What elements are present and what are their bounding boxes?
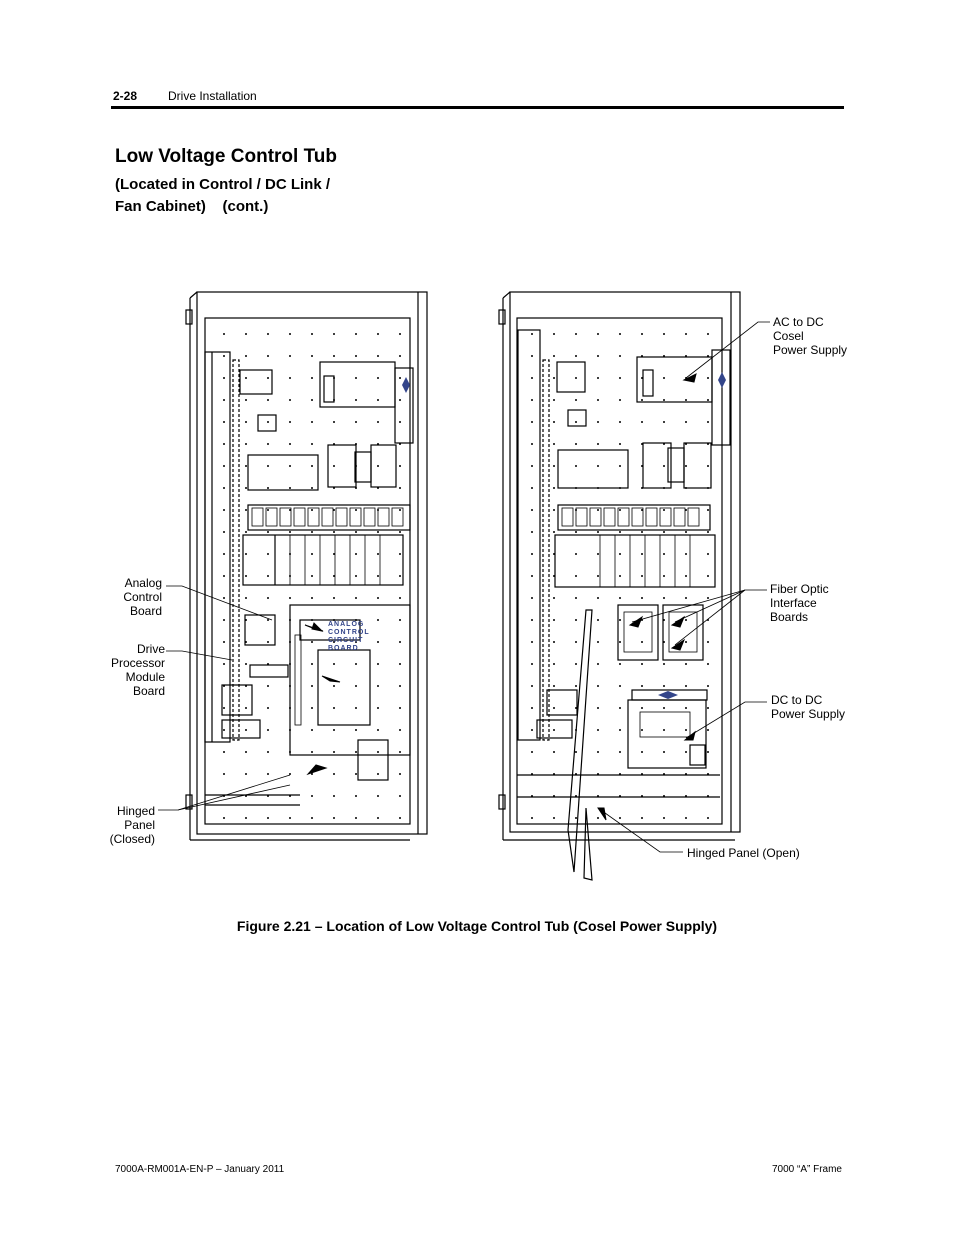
section-title: Drive Installation: [168, 89, 257, 103]
page-subtitle: (Located in Control / DC Link / Fan Cabi…: [115, 176, 330, 215]
right-cabinet: [498, 291, 741, 881]
header-rule: [111, 106, 844, 109]
label-analog-control-board: Analog Control Board: [123, 576, 162, 618]
page-title: Low Voltage Control Tub: [115, 146, 337, 167]
label-ac-to-dc-cosel-power-supply: AC to DC Cosel Power Supply: [773, 315, 848, 357]
label-hinged-panel-closed: Hinged Panel (Closed): [109, 804, 155, 846]
footer-product: 7000 “A” Frame: [771, 1164, 842, 1175]
label-fiber-optic-interface-boards: Fiber Optic Interface Boards: [770, 582, 829, 624]
footer-doc-id: 7000A-RM001A-EN-P – January 2011: [115, 1164, 285, 1175]
left-cabinet: [185, 291, 428, 841]
label-hinged-panel-open: Hinged Panel (Open): [687, 846, 800, 860]
label-drive-processor-module-board: Drive Processor Module Board: [110, 642, 165, 698]
figure-caption: Figure 2.21 – Location of Low Voltage Co…: [236, 918, 718, 934]
page-number: 2-28: [113, 89, 138, 103]
label-dc-to-dc-power-supply: DC to DC Power Supply: [771, 693, 846, 721]
